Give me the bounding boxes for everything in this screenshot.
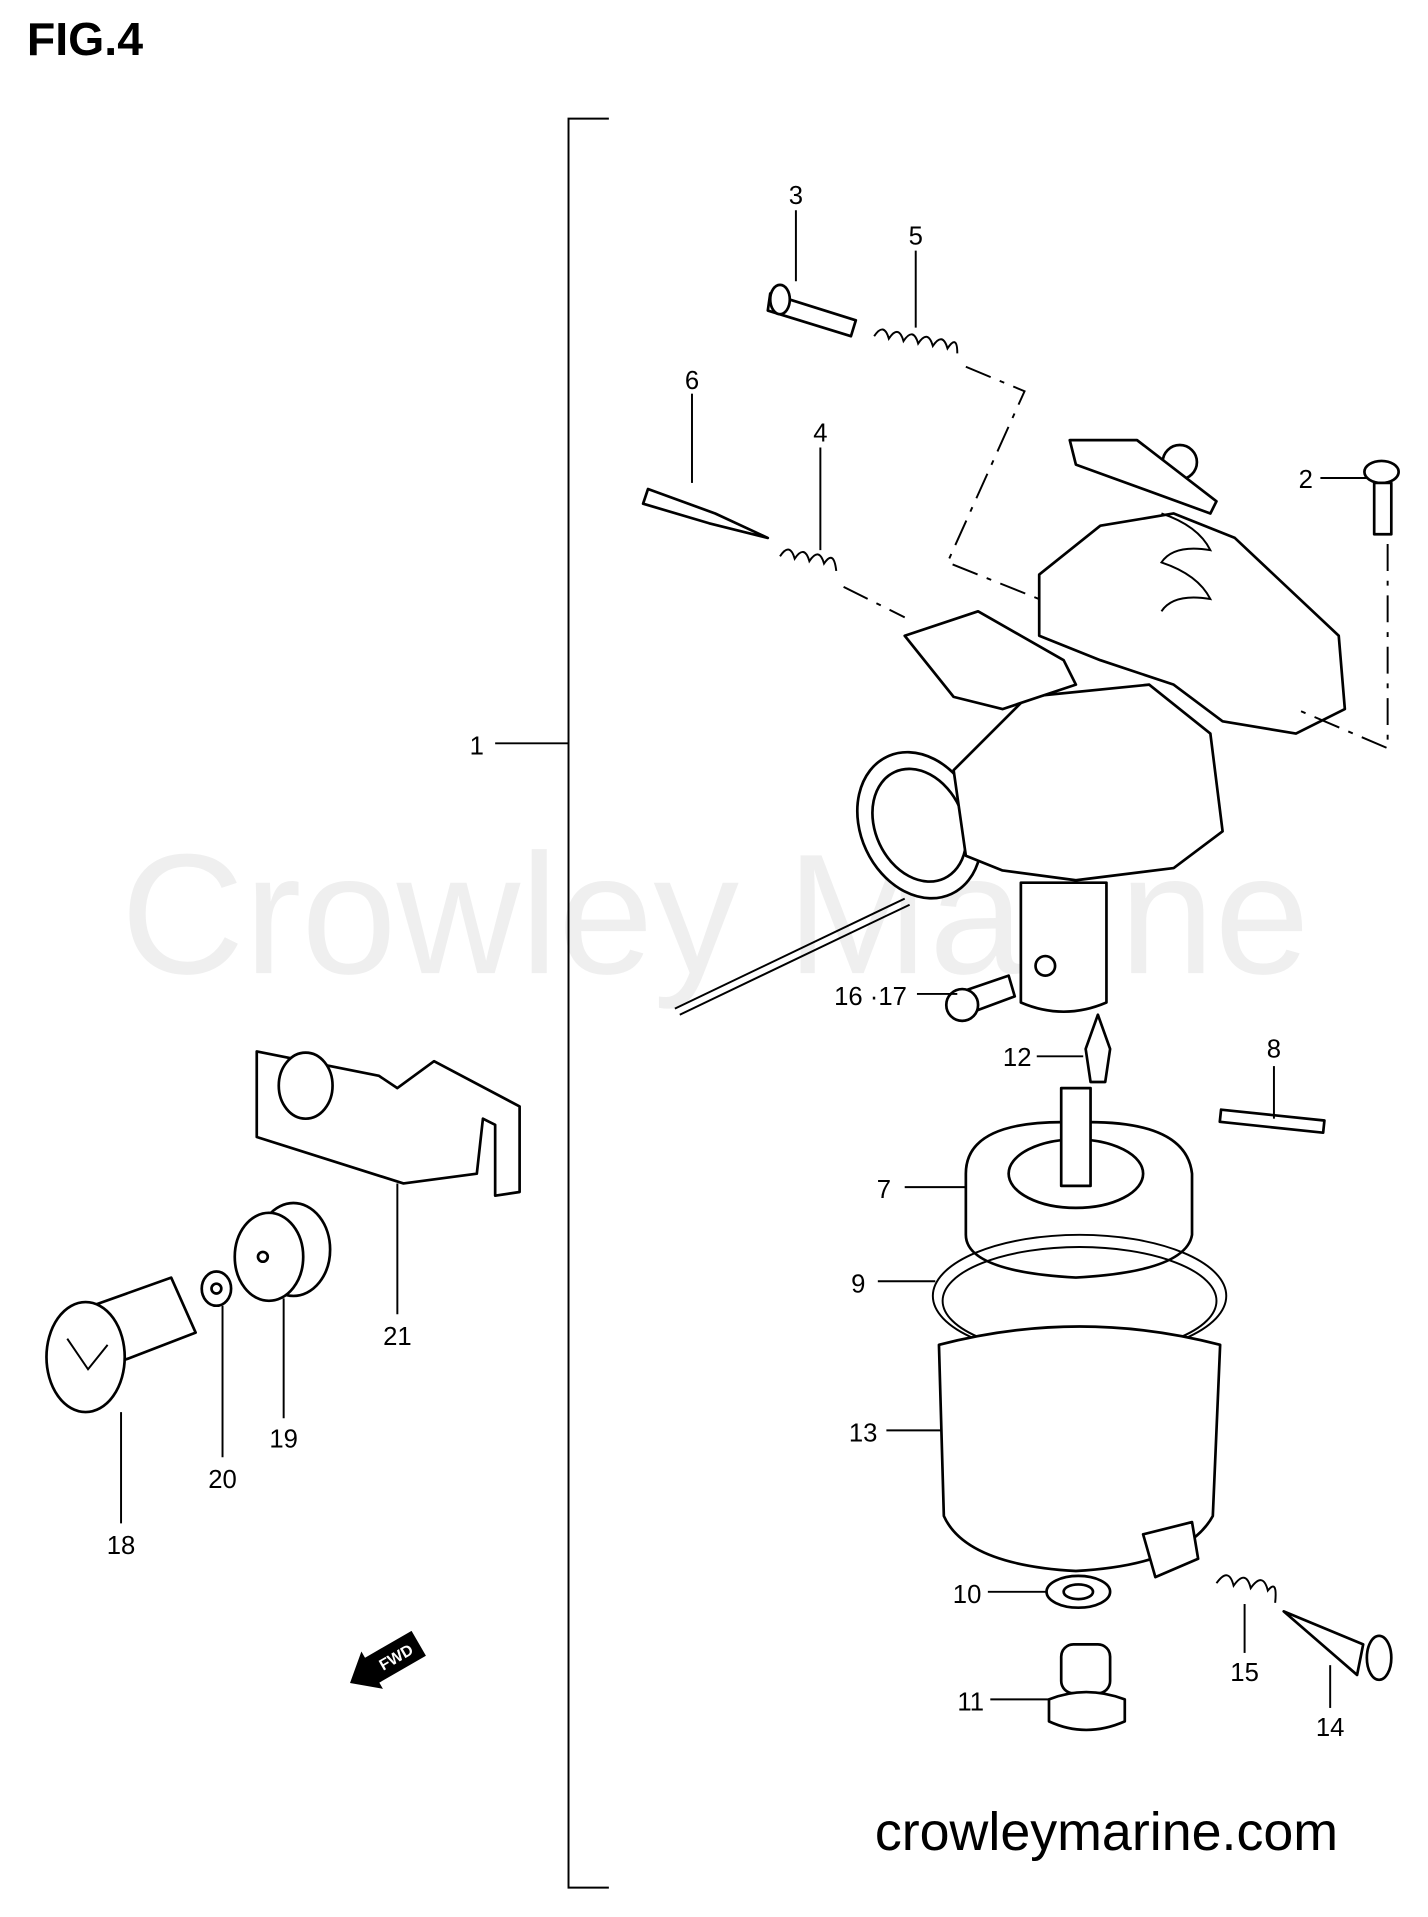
callout-20: 20 xyxy=(208,1466,237,1494)
grommet-19 xyxy=(233,1201,332,1303)
callout-3: 3 xyxy=(789,182,803,210)
callout-8: 8 xyxy=(1267,1036,1281,1064)
float-bowl-13 xyxy=(937,1325,1222,1579)
callout-6: 6 xyxy=(685,367,699,395)
callout-12: 12 xyxy=(1003,1044,1032,1072)
callout-13: 13 xyxy=(849,1419,878,1447)
forward-direction-arrow: FWD xyxy=(350,1630,426,1689)
callout-2: 2 xyxy=(1299,466,1313,494)
callout-10: 10 xyxy=(953,1581,982,1609)
callout-19: 19 xyxy=(269,1426,298,1454)
callout-5: 5 xyxy=(909,223,923,251)
callout-16-17: 16 ·17 xyxy=(834,983,907,1011)
screw-14 xyxy=(1282,1610,1393,1682)
website-footer: crowleymarine.com xyxy=(875,1802,1338,1862)
screw-3 xyxy=(766,283,858,338)
figure-title: FIG.4 xyxy=(27,13,143,65)
callout-18: 18 xyxy=(107,1532,136,1560)
spring-15 xyxy=(1215,1574,1277,1603)
spring-5 xyxy=(873,328,959,354)
needle-screw-6 xyxy=(641,487,770,540)
knob-18 xyxy=(45,1276,197,1414)
assembly-bracket xyxy=(495,117,609,1889)
float-7 xyxy=(964,1086,1194,1279)
washer-10 xyxy=(1045,1574,1112,1610)
callout-9: 9 xyxy=(851,1270,865,1298)
leader-lines xyxy=(120,210,1389,1708)
bracket-21 xyxy=(255,1050,521,1198)
callout-labels: 1 2 3 4 5 6 7 8 9 10 11 12 13 14 15 16 ·… xyxy=(107,182,1345,1742)
carburetor-body xyxy=(674,438,1347,1016)
drain-plug-11 xyxy=(1047,1643,1127,1732)
callout-1: 1 xyxy=(470,732,484,760)
callout-11: 11 xyxy=(957,1688,984,1716)
nut-20 xyxy=(200,1270,233,1308)
callout-21: 21 xyxy=(383,1323,412,1351)
callout-15: 15 xyxy=(1230,1659,1259,1687)
screw-16-17 xyxy=(944,974,1017,1023)
callout-14: 14 xyxy=(1316,1714,1345,1742)
callout-7: 7 xyxy=(877,1176,891,1204)
pin-8 xyxy=(1218,1108,1326,1135)
callout-4: 4 xyxy=(813,419,827,447)
needle-valve-12 xyxy=(1084,1013,1112,1084)
screw-2 xyxy=(1363,459,1400,536)
spring-4 xyxy=(779,548,838,572)
